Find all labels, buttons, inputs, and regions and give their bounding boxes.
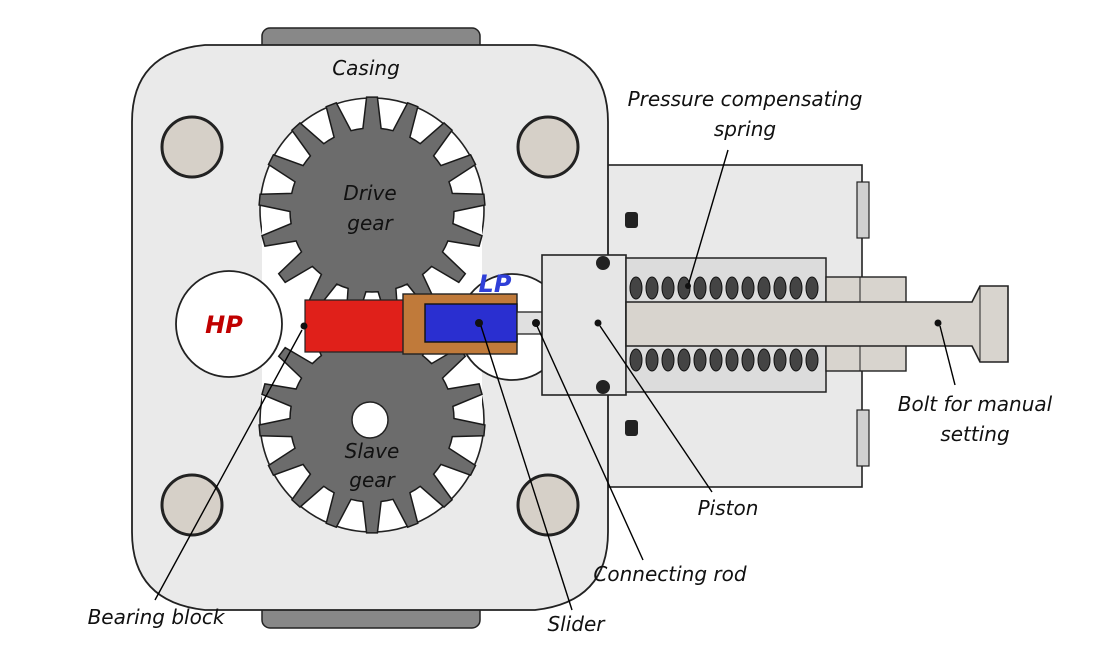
leader-slider — [480, 325, 573, 611]
leader-bearing-block — [154, 329, 303, 601]
spring-coil — [645, 276, 659, 300]
spring-coil — [757, 276, 771, 300]
spring-coil — [741, 276, 755, 300]
spring-coil — [677, 348, 691, 372]
housing-screw — [625, 420, 638, 436]
spring-coil — [805, 276, 819, 300]
spring-coil — [789, 348, 803, 372]
casing-bolt-hole — [516, 473, 580, 537]
casing-bolt-hole — [516, 115, 580, 179]
spring-coil — [741, 348, 755, 372]
leader-connecting-rod — [536, 325, 644, 561]
slave-gear-label-line2: gear — [349, 468, 396, 492]
spring-coil — [661, 348, 675, 372]
drive-gear-label-line2: gear — [347, 211, 394, 235]
piston-label: Piston — [698, 496, 759, 520]
slave-gear-label-line1: Slave — [345, 439, 400, 463]
leader-spring — [687, 149, 729, 287]
lp-label: LP — [479, 270, 512, 298]
connecting-rod-pin — [532, 319, 540, 327]
spring-coil — [773, 348, 787, 372]
casing-bolt-hole — [160, 473, 224, 537]
spring-coil — [693, 348, 707, 372]
adjustment-bolt — [625, 285, 1009, 363]
spring-coil — [789, 276, 803, 300]
housing-flange — [856, 409, 870, 467]
spring-coil — [709, 348, 723, 372]
spring-leader-dot — [685, 283, 691, 289]
spring-coil — [757, 348, 771, 372]
housing-screw — [625, 212, 638, 228]
bolt-label-line1: Bolt for manual — [898, 392, 1053, 416]
casing-bolt-hole — [160, 115, 224, 179]
piston-screw — [596, 256, 610, 270]
spring-coil — [773, 276, 787, 300]
piston — [541, 254, 627, 396]
hp-label: HP — [205, 311, 243, 339]
casing-label: Casing — [332, 56, 400, 80]
pressure-spring-label-line1: Pressure compensating — [628, 87, 863, 111]
slider — [424, 303, 518, 343]
drive-gear-label-line1: Drive — [343, 181, 396, 205]
bolt-label-line2: setting — [940, 422, 1009, 446]
piston-screw — [596, 380, 610, 394]
spring-coil — [629, 348, 643, 372]
bolt-center-mark — [934, 319, 942, 327]
housing-flange — [856, 181, 870, 239]
spring-coil — [805, 348, 819, 372]
hp-port — [175, 270, 283, 378]
spring-coil — [725, 348, 739, 372]
spring-coil — [693, 276, 707, 300]
spring-coil — [645, 348, 659, 372]
bearing-block-mark — [300, 322, 308, 330]
connecting-rod-label: Connecting rod — [593, 562, 746, 586]
slave-gear-shaft-hole — [351, 401, 389, 439]
high-pressure-region — [304, 299, 411, 353]
leader-bolt — [939, 325, 956, 386]
pressure-spring-label-line2: spring — [714, 117, 776, 141]
slider-pivot — [475, 319, 483, 327]
spring-coil — [709, 276, 723, 300]
piston-pin — [594, 319, 602, 327]
spring-coil — [629, 276, 643, 300]
spring-coil — [725, 276, 739, 300]
spring-coil — [661, 276, 675, 300]
pressure-compensating-spring — [629, 276, 819, 372]
bearing-block-label: Bearing block — [88, 605, 226, 629]
slider-label: Slider — [547, 612, 606, 636]
leader-piston — [599, 325, 713, 493]
